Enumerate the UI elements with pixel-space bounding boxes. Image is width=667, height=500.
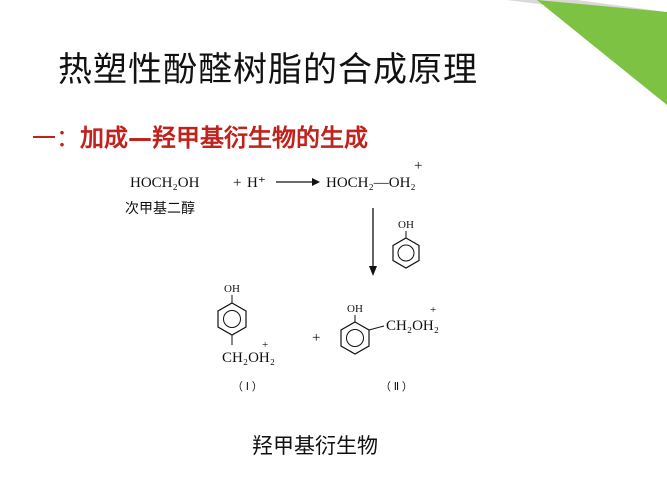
phenol-ring-inner (397, 244, 415, 262)
section-number: 一： (32, 124, 80, 152)
product2-substituent: CH₂OH₂ (386, 318, 439, 334)
reaction-arrow-2-head (369, 266, 377, 276)
product1-ring-inner (223, 310, 241, 328)
cation-formula: HOCH₂—OH₂ (326, 175, 416, 191)
product2-charge: + (430, 304, 436, 316)
section-heading: 一：加成—羟甲基衍生物的生成 (32, 118, 368, 153)
plus-sign-2: + (312, 330, 320, 346)
product2-oh: OH (347, 303, 363, 315)
product1-substituent: CH₂OH₂ (222, 350, 275, 366)
product1-ring (217, 302, 247, 336)
product2-ring-inner (346, 329, 364, 347)
product1-oh: OH (224, 283, 240, 295)
product2-tag: （ Ⅱ ） (380, 380, 413, 393)
figure-caption: 羟甲基衍生物 (252, 434, 378, 458)
slide-title: 热塑性酚醛树脂的合成原理 (58, 50, 478, 90)
product1-charge: + (262, 339, 268, 351)
phenol-ring (392, 237, 420, 269)
corner-white-strip (577, 0, 667, 12)
reactant-formula: HOCH₂OH (130, 175, 200, 191)
reactant-name: 次甲基二醇 (125, 200, 195, 217)
product1-tag: （ Ⅰ ） (232, 380, 263, 393)
proton-formula: H⁺ (247, 175, 266, 191)
phenol-oh: OH (398, 219, 414, 231)
corner-green-wedge (537, 0, 667, 105)
corner-decoration (507, 0, 667, 105)
reaction-arrow-1-head (312, 178, 320, 186)
cation-charge: + (414, 158, 422, 174)
product2-sub-bond (368, 325, 385, 331)
plus-sign-1: + (233, 175, 241, 191)
section-heading-text: 加成—羟甲基衍生物的生成 (80, 124, 368, 152)
product2-ring (340, 321, 370, 355)
